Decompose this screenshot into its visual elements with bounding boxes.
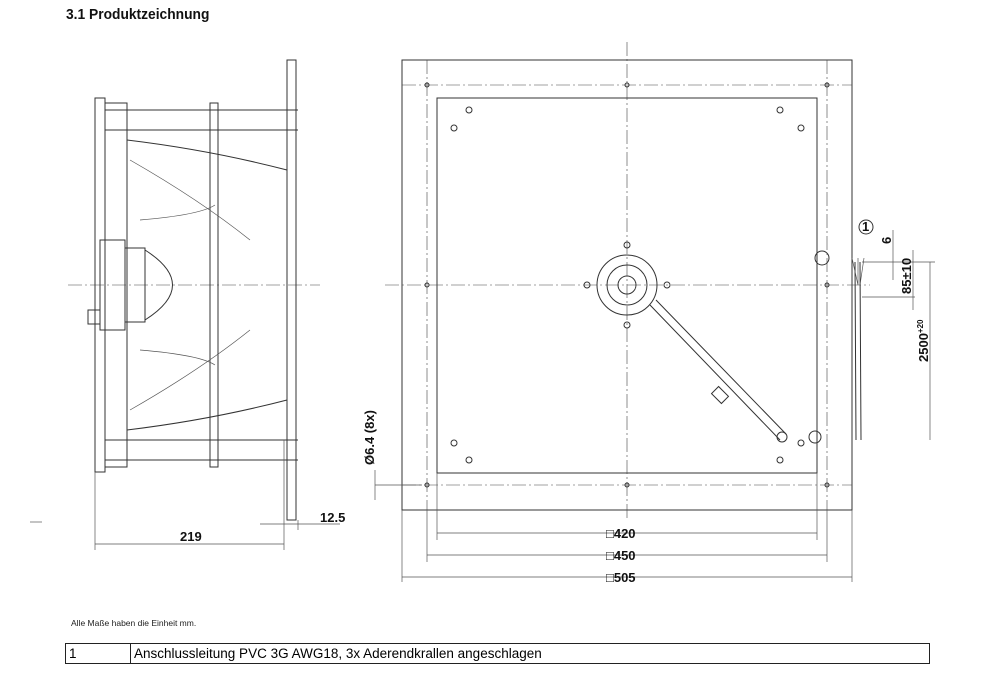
dim-505: □505 (606, 570, 636, 585)
dim-hole: Ø6.4 (8x) (362, 410, 377, 465)
dim-flange: 12.5 (320, 510, 345, 525)
front-view (374, 42, 935, 582)
legend-table-row: 1 Anschlussleitung PVC 3G AWG18, 3x Ader… (65, 643, 930, 664)
callout-1: 1 (862, 219, 869, 234)
dim-420: □420 (606, 526, 636, 541)
side-view (30, 59, 340, 550)
legend-number: 1 (66, 644, 131, 663)
dim-depth: 219 (180, 529, 202, 544)
dim-strip: 6 (879, 237, 894, 244)
units-note: Alle Maße haben die Einheit mm. (71, 618, 197, 628)
dim-450: □450 (606, 548, 636, 563)
legend-description: Anschlussleitung PVC 3G AWG18, 3x Aderen… (134, 646, 542, 661)
dim-wire-end: 85±10 (899, 258, 914, 294)
section-title: 3.1 Produktzeichnung (66, 6, 210, 23)
dim-cable-length: 2500+20 (916, 319, 931, 362)
